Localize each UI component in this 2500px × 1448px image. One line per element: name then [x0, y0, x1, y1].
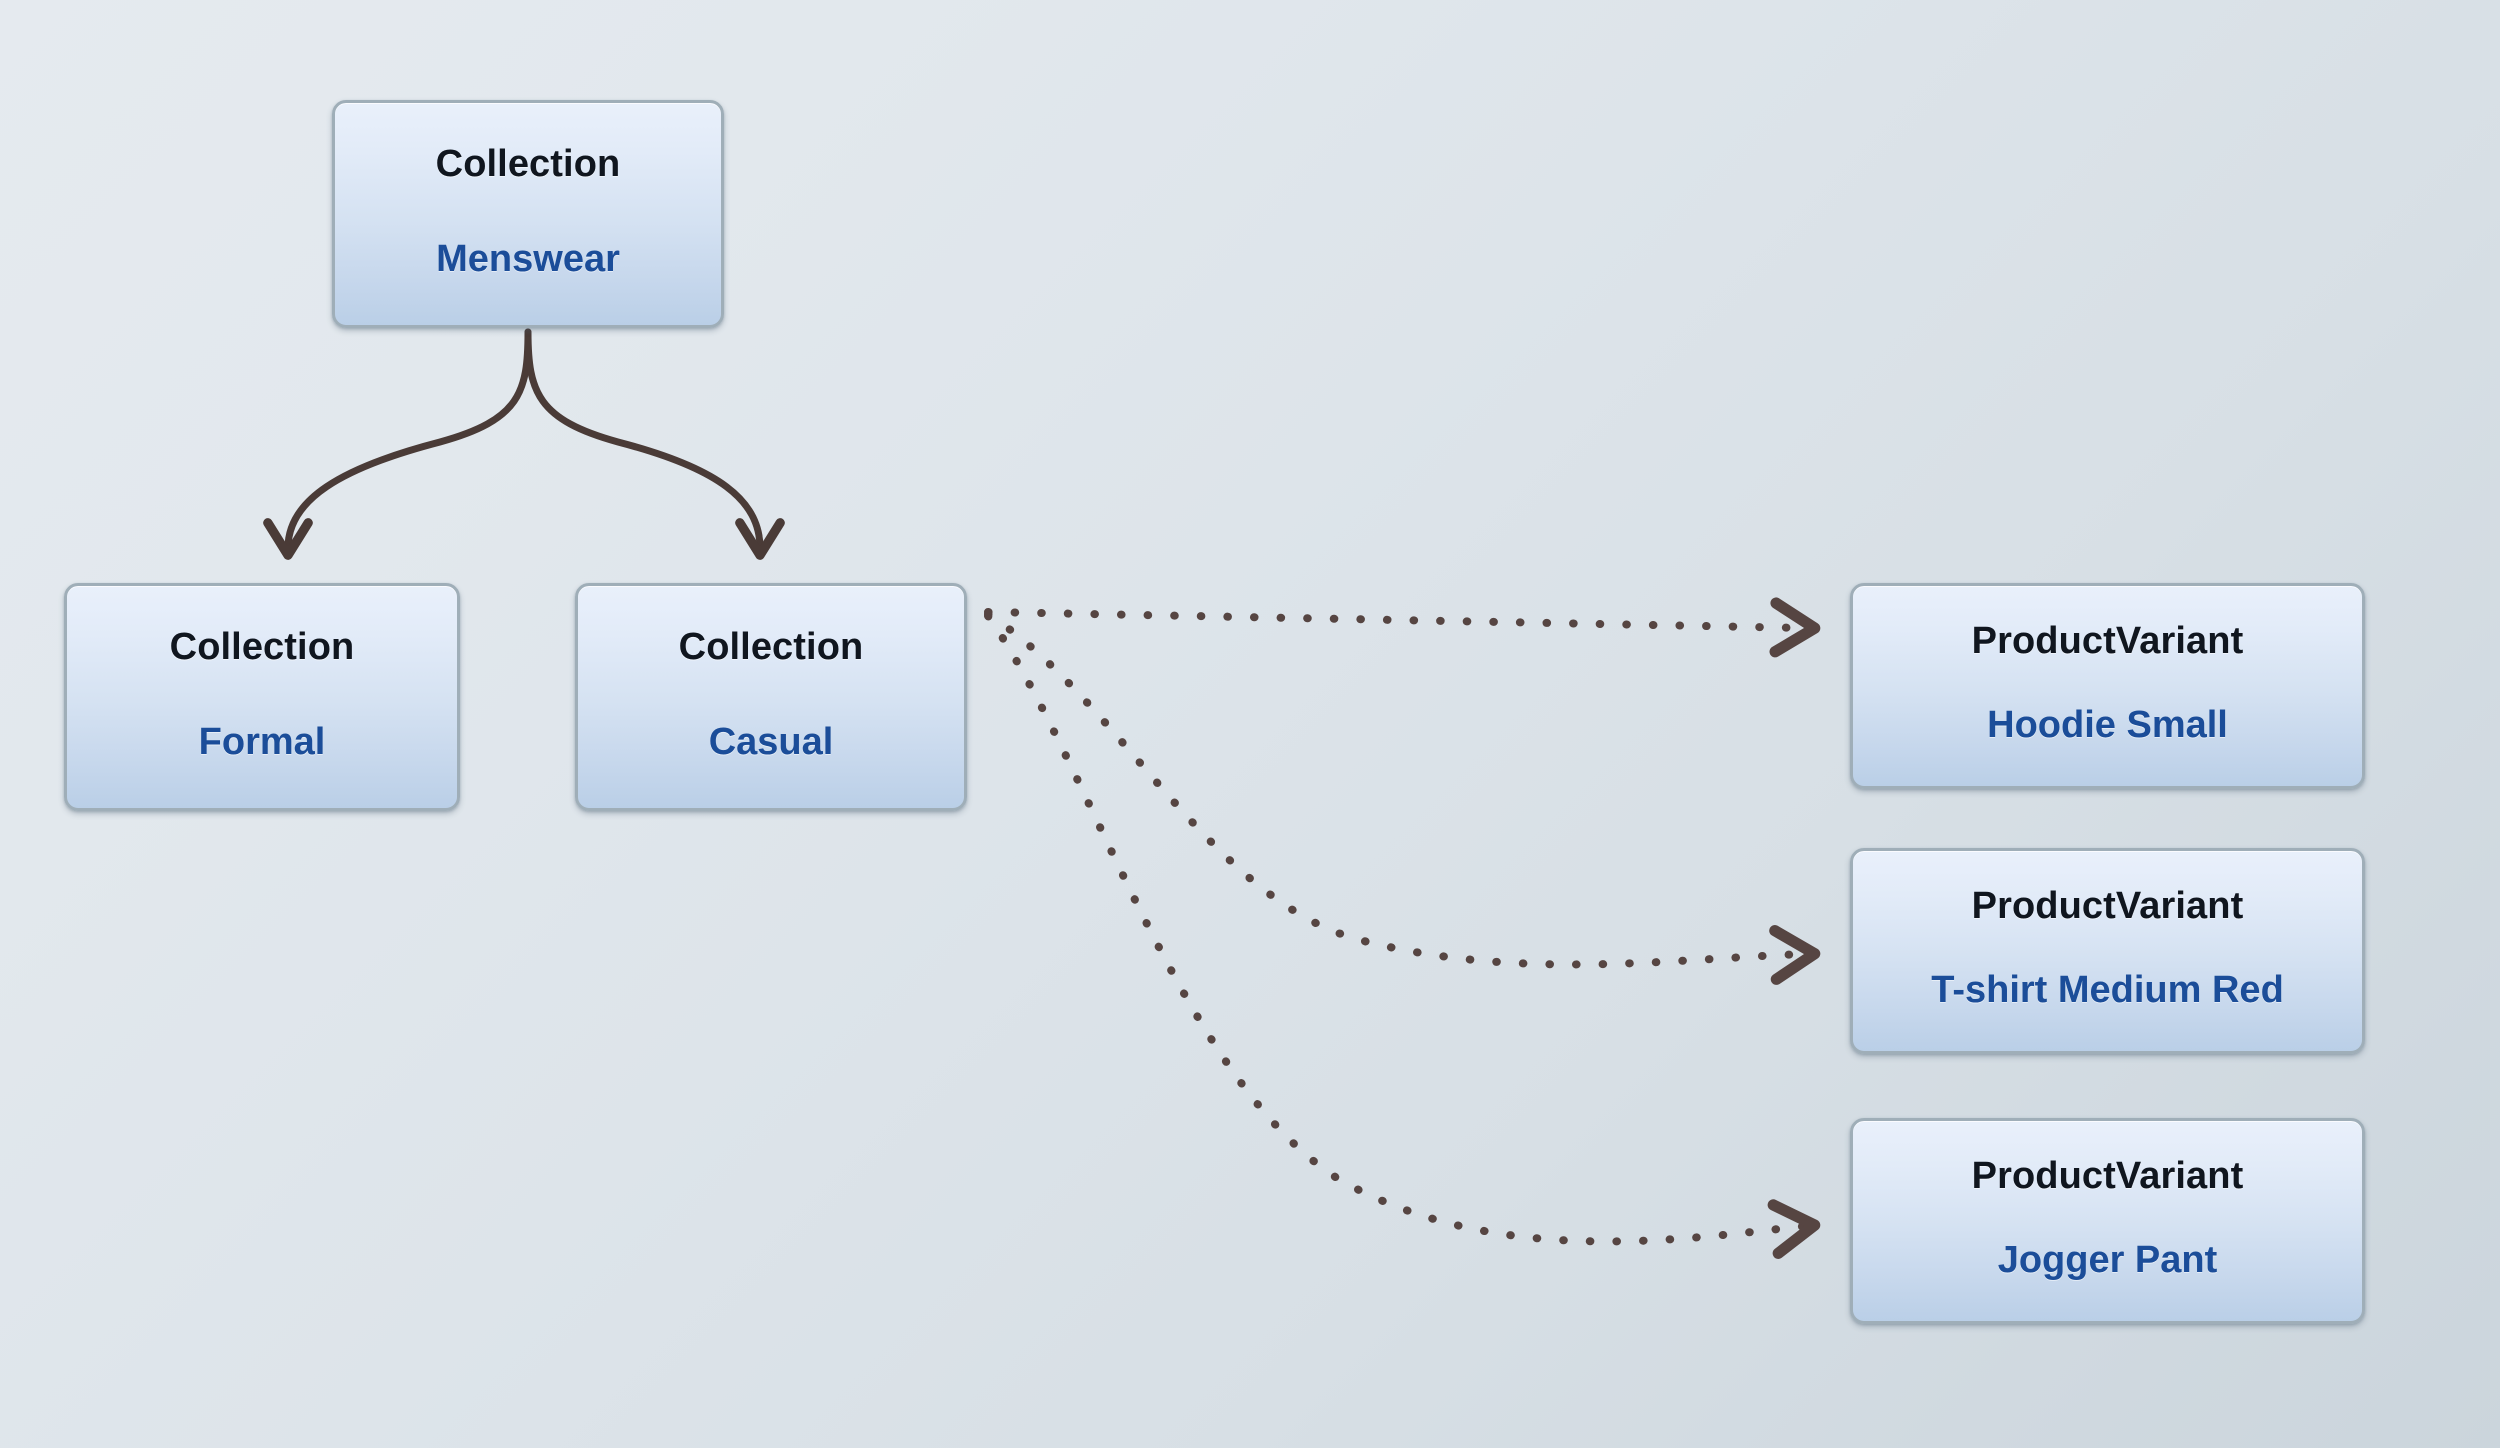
node-name-label: Casual	[708, 720, 834, 763]
node-type-label: ProductVariant	[1971, 620, 2244, 663]
graph-node-jogger-pant[interactable]: ProductVariant Jogger Pant	[1850, 1118, 2365, 1324]
node-name-label: Formal	[198, 720, 326, 763]
edge-menswear-to-formal	[263, 328, 532, 560]
edge-casual-to-tshirt-medium-red	[984, 610, 1821, 985]
node-name-label: Menswear	[436, 237, 620, 280]
graph-node-casual[interactable]: Collection Casual	[575, 583, 967, 811]
graph-node-menswear[interactable]: Collection Menswear	[332, 100, 724, 328]
node-type-label: Collection	[678, 625, 864, 668]
node-name-label: T-shirt Medium Red	[1931, 969, 2284, 1012]
graph-node-hoodie-small[interactable]: ProductVariant Hoodie Small	[1850, 583, 2365, 789]
edge-casual-to-jogger-pant	[984, 612, 1821, 1259]
edge-menswear-to-casual	[524, 328, 785, 560]
graph-node-formal[interactable]: Collection Formal	[64, 583, 460, 811]
node-name-label: Jogger Pant	[1997, 1239, 2218, 1282]
node-type-label: Collection	[169, 625, 355, 668]
node-type-label: Collection	[435, 142, 621, 185]
edge-casual-to-hoodie-small	[984, 597, 1821, 658]
node-type-label: ProductVariant	[1971, 885, 2244, 928]
graph-node-tshirt-medium-red[interactable]: ProductVariant T-shirt Medium Red	[1850, 848, 2365, 1054]
node-name-label: Hoodie Small	[1987, 704, 2228, 747]
node-type-label: ProductVariant	[1971, 1155, 2244, 1198]
